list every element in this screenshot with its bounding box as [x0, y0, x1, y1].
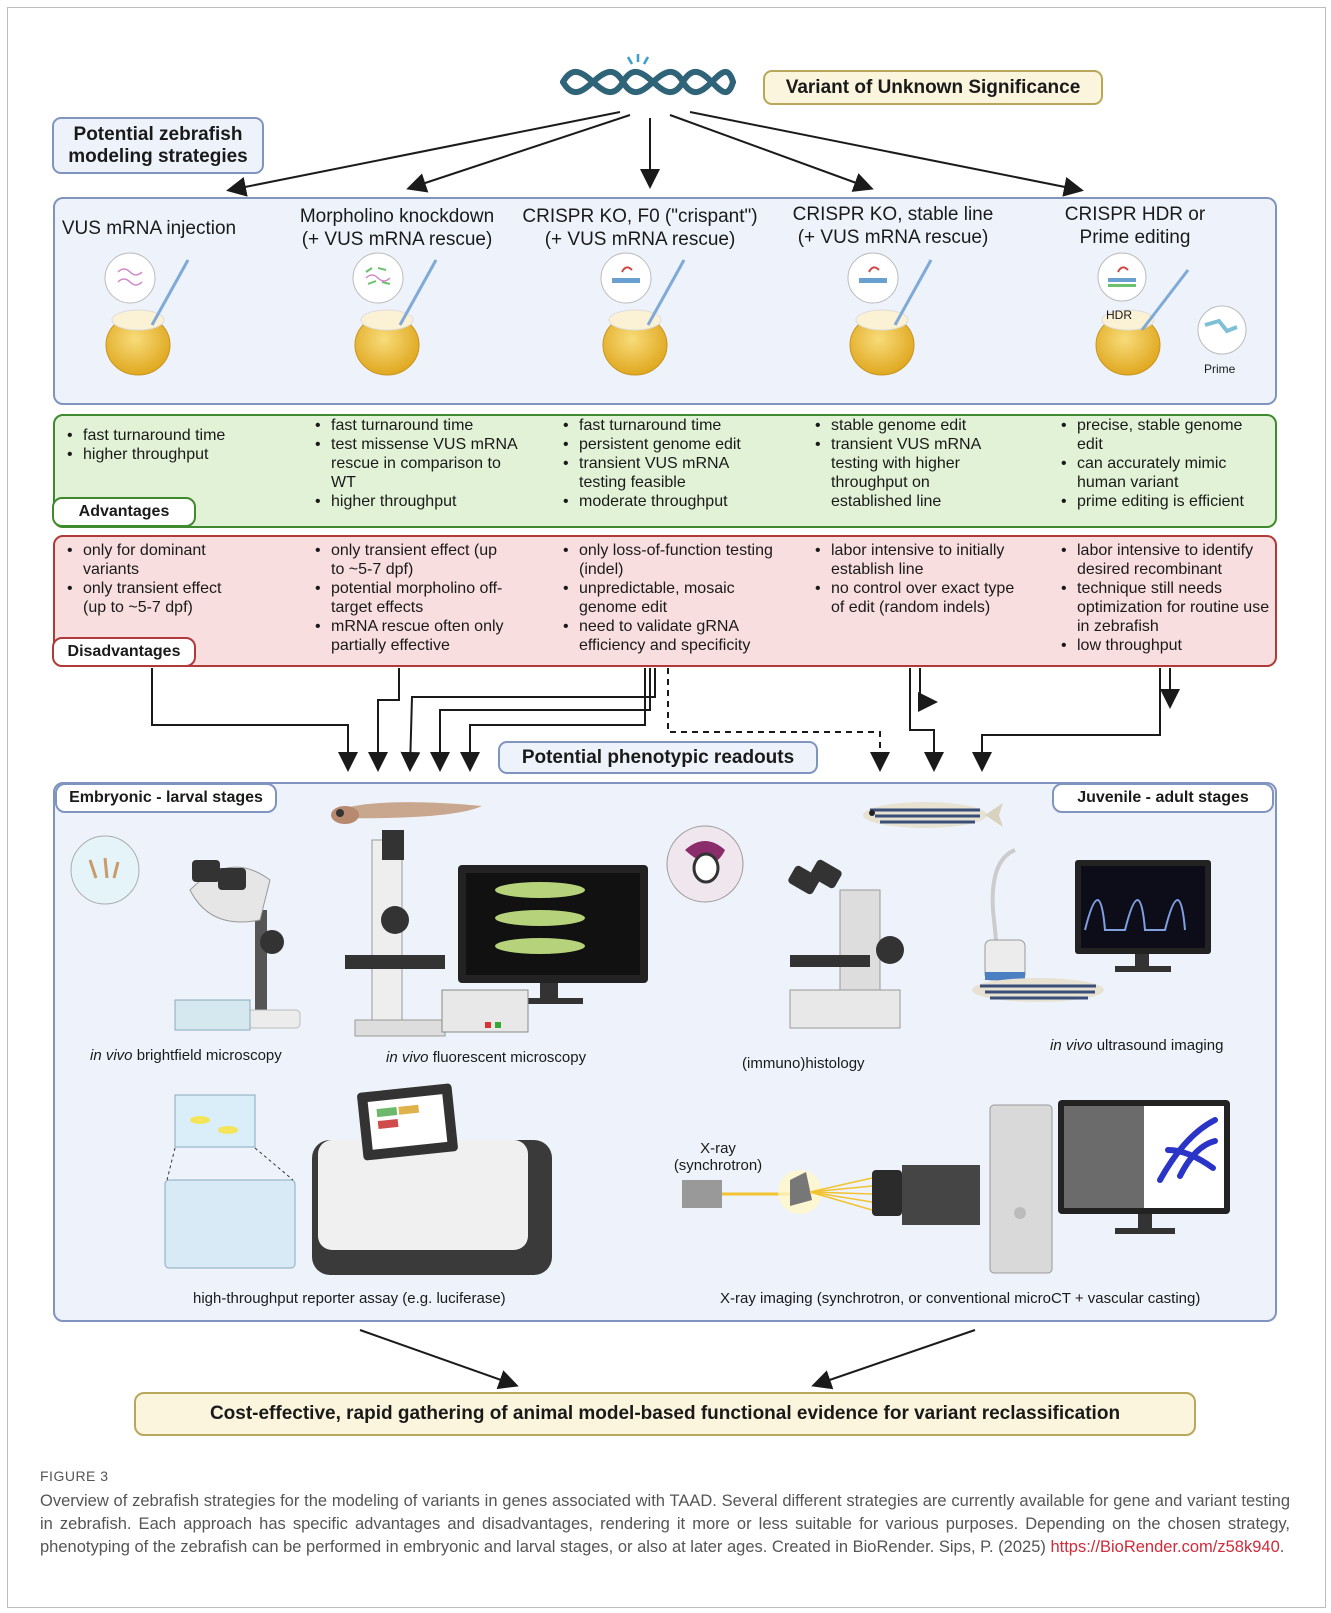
fluorescent-microscope-icon — [345, 830, 648, 1037]
advantages-list-4: stable genome edittransient VUS mRNA tes… — [809, 416, 1009, 511]
stereo-microscope-icon — [70, 835, 301, 1031]
fluorescent-caption: in vivo fluorescent microscopy — [386, 1049, 587, 1066]
strategy-title-4: CRISPR KO, stable line(+ VUS mRNA rescue… — [792, 204, 994, 248]
xray-source-caption: X-ray (synchrotron) — [673, 1140, 763, 1174]
advantages-panel: fast turnaround timehigher throughput fa… — [53, 414, 1277, 528]
strategies-panel: VUS mRNA injection Morpholino knockdown(… — [53, 197, 1277, 405]
larva-icon — [331, 802, 482, 824]
juvenile-stage-label: Juvenile - adult stages — [1052, 783, 1274, 813]
figure-frame — [7, 7, 1326, 1608]
disadvantages-list-3: only loss-of-function testing (indel)unp… — [557, 541, 777, 655]
dna-icon — [560, 54, 736, 96]
xray-caption: X-ray imaging (synchrotron, or conventio… — [720, 1290, 1201, 1307]
disadvantages-list-4: labor intensive to initially establish l… — [809, 541, 1024, 617]
ultrasound-caption: in vivo ultrasound imaging — [1050, 1037, 1224, 1054]
embryo-icon — [600, 252, 686, 376]
disadvantages-label: Disadvantages — [52, 637, 196, 667]
advantages-list-3: fast turnaround timepersistent genome ed… — [557, 416, 767, 511]
biorender-link[interactable]: https://BioRender.com/z58k940 — [1050, 1538, 1280, 1556]
reporter-caption: high-throughput reporter assay (e.g. luc… — [193, 1290, 506, 1307]
embryo-icon — [1095, 252, 1247, 376]
advantages-list-5: precise, stable genome editcan accuratel… — [1055, 416, 1265, 511]
strategy-title-1: VUS mRNA injection — [61, 218, 237, 239]
advantages-list-1: fast turnaround timehigher throughput — [61, 426, 261, 464]
disadvantages-list-5: labor intensive to identify desired reco… — [1055, 541, 1270, 655]
conclusion-label: Cost-effective, rapid gathering of anima… — [134, 1392, 1196, 1436]
xray-setup-icon — [682, 1100, 1230, 1274]
figure-caption: Overview of zebrafish strategies for the… — [40, 1492, 1290, 1556]
brightfield-caption: in vivo brightfield microscopy — [90, 1047, 282, 1064]
figure-label: FIGURE 3 — [40, 1468, 109, 1484]
vus-label: Variant of Unknown Significance — [763, 70, 1103, 105]
ultrasound-icon — [972, 848, 1211, 1002]
strategies-label: Potential zebrafish modeling strategies — [52, 117, 264, 174]
zebrafish-icon — [863, 802, 1003, 828]
embryo-icon — [352, 252, 438, 376]
embryo-icon — [847, 252, 933, 376]
strategy-title-3: CRISPR KO, F0 ("crispant")(+ VUS mRNA re… — [522, 206, 758, 250]
disadvantages-list-1: only for dominant variantsonly transient… — [61, 541, 241, 617]
histology-microscope-icon — [666, 825, 904, 1029]
prime-label: Prime — [1204, 362, 1236, 376]
histology-caption: (immuno)histology — [742, 1055, 865, 1072]
embryonic-stage-label: Embryonic - larval stages — [55, 783, 277, 813]
reporter-assay-icon — [164, 1083, 552, 1275]
disadvantages-list-2: only transient effect (up to ~5-7 dpf)po… — [309, 541, 509, 655]
hdr-label: HDR — [1106, 308, 1132, 322]
advantages-list-2: fast turnaround timetest missense VUS mR… — [309, 416, 519, 511]
readouts-label: Potential phenotypic readouts — [498, 741, 818, 774]
disadvantages-panel: only for dominant variantsonly transient… — [53, 535, 1277, 667]
embryo-icon — [104, 252, 190, 376]
strategy-title-2: Morpholino knockdown(+ VUS mRNA rescue) — [299, 206, 495, 250]
advantages-label: Advantages — [52, 497, 196, 527]
